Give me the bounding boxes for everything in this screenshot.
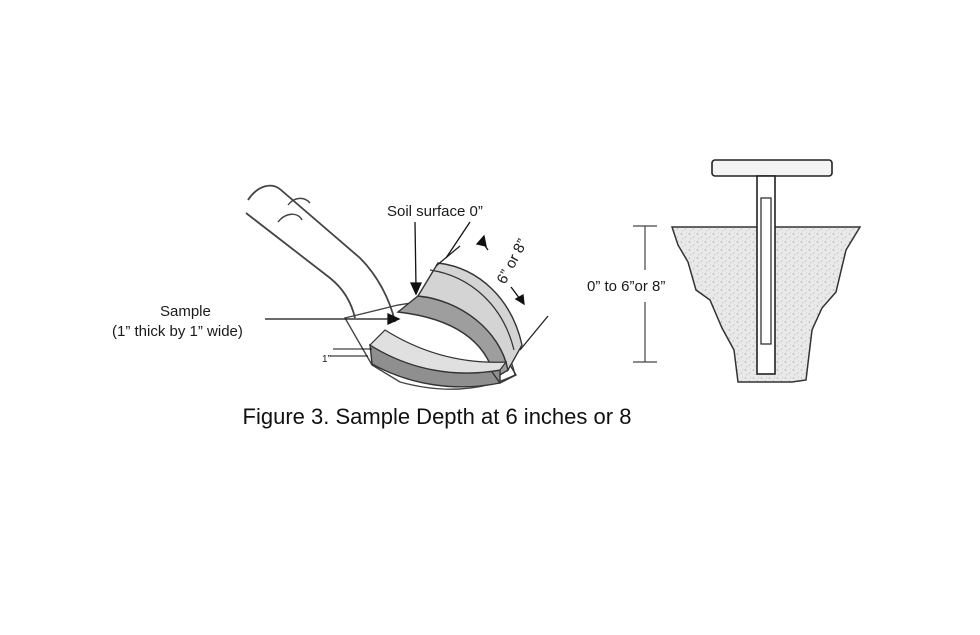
figure-caption: Figure 3. Sample Depth at 6 inches or 8 bbox=[242, 404, 632, 429]
probe-illustration bbox=[633, 159, 862, 383]
upper-cut-edge bbox=[429, 269, 515, 351]
lower-slab-top bbox=[369, 329, 508, 374]
shovel-annotation-arrows bbox=[265, 221, 525, 357]
soil-surface-label: Soil surface 0” bbox=[387, 203, 483, 220]
sample-arrowhead bbox=[387, 312, 401, 326]
depth-label: 6” or 8” bbox=[494, 236, 532, 287]
depth-range-label: 0” to 6”or 8” bbox=[587, 278, 665, 295]
shovel-handle bbox=[245, 184, 396, 323]
upper-cut-face bbox=[416, 262, 523, 372]
blade-tip-edge bbox=[491, 364, 517, 384]
sample-label-line1: Sample bbox=[160, 303, 211, 320]
probe-t-handle bbox=[711, 159, 833, 177]
depth-down-arrowhead bbox=[514, 293, 525, 306]
probe-sample-slot bbox=[760, 197, 772, 345]
sample-label-line2: (1” thick by 1” wide) bbox=[112, 323, 243, 340]
handle-band bbox=[277, 197, 311, 223]
width-label: 1” bbox=[322, 354, 331, 365]
soil-surface-arrowhead bbox=[409, 282, 423, 296]
depth-up-arrowhead bbox=[475, 234, 487, 247]
